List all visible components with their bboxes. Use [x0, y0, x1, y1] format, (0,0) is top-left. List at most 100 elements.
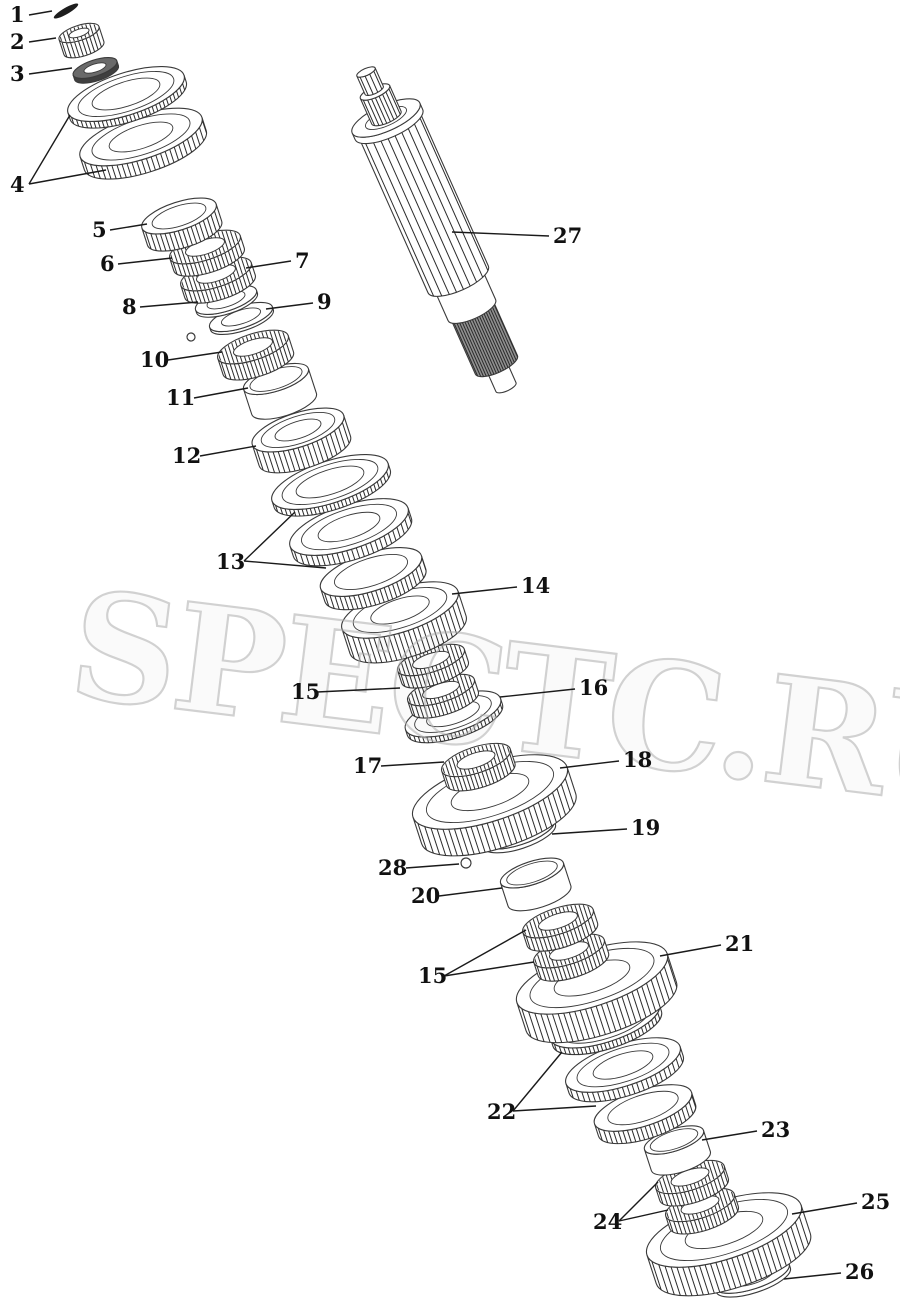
callout-21: 21	[659, 931, 754, 957]
part-number-label: 7	[295, 248, 310, 273]
part-number-label: 5	[92, 217, 107, 242]
part-number-label: 20	[411, 883, 440, 908]
leader-line	[512, 1051, 563, 1112]
leader-line	[28, 10, 53, 16]
part-number-label: 1	[10, 2, 25, 27]
callout-8: 8	[122, 294, 199, 319]
leader-line	[499, 688, 576, 698]
washer-3	[72, 57, 120, 84]
callout-27: 27	[451, 223, 582, 248]
callout-5: 5	[92, 217, 148, 242]
part-number-label: 21	[725, 931, 754, 956]
gear-12	[251, 407, 353, 482]
leader-line	[551, 828, 628, 835]
leader-line	[451, 586, 518, 595]
leader-line	[438, 887, 503, 897]
leader-line	[618, 1209, 669, 1222]
callout-12: 12	[172, 443, 257, 468]
callout-19: 19	[551, 815, 660, 840]
leader-line	[618, 1181, 659, 1222]
callout-4: 4	[10, 114, 107, 197]
leader-line	[245, 260, 292, 269]
needle-bearing-10	[215, 324, 295, 387]
leader-line	[28, 37, 57, 43]
leader-line	[28, 67, 73, 75]
gear-25	[645, 1192, 815, 1311]
callout-6: 6	[100, 251, 173, 276]
leader-line	[380, 761, 445, 767]
callout-2: 2	[10, 29, 57, 54]
spacer-sleeve-23	[643, 1125, 712, 1176]
leader-line	[243, 560, 327, 569]
callout-24: 24	[593, 1181, 669, 1234]
part-number-label: 28	[378, 855, 407, 880]
roller-bearing-2	[58, 20, 105, 62]
leader-line	[139, 301, 199, 308]
part-number-label: 26	[845, 1259, 874, 1284]
synchronizer-ring-4a	[67, 65, 190, 140]
part-number-label: 27	[553, 223, 582, 248]
needle-bearing-15c	[520, 898, 599, 958]
part-number-label: 18	[623, 747, 652, 772]
thrust-washer-8	[194, 285, 259, 318]
part-number-label: 2	[10, 29, 25, 54]
callout-15: 15	[418, 929, 535, 988]
leader-line	[451, 231, 550, 237]
spacer-sleeve-20	[499, 857, 572, 912]
leader-line	[28, 169, 107, 185]
leader-line	[405, 863, 460, 869]
part-number-label: 25	[861, 1189, 890, 1214]
gear-14	[341, 581, 470, 674]
part-number-label: 23	[761, 1117, 790, 1142]
synchronizer-gear-13b	[289, 498, 418, 577]
callout-16: 16	[499, 675, 608, 700]
callout-1: 1	[10, 2, 53, 27]
needle-bearing-15a	[395, 638, 470, 695]
leader-line	[443, 929, 527, 977]
leader-line	[243, 511, 296, 562]
ball-28	[460, 857, 472, 869]
part-number-label: 13	[216, 549, 245, 574]
callout-26: 26	[783, 1259, 874, 1284]
leader-line	[28, 114, 71, 185]
leader-line	[783, 1272, 842, 1280]
part-number-label: 15	[418, 963, 447, 988]
part-number-label: 11	[166, 385, 195, 410]
leader-line	[659, 944, 722, 957]
leader-line	[443, 961, 535, 977]
synchronizer-hub-22c	[593, 1084, 701, 1153]
key-1	[53, 3, 79, 19]
callout-22: 22	[487, 1051, 597, 1124]
callout-18: 18	[559, 747, 652, 772]
callout-3: 3	[10, 61, 73, 86]
part-number-label: 17	[353, 753, 382, 778]
leader-line	[117, 257, 173, 265]
leader-line	[167, 351, 223, 361]
part-number-label: 3	[10, 61, 25, 86]
part-number-label: 12	[172, 443, 201, 468]
callout-11: 11	[166, 385, 249, 410]
leader-line	[316, 687, 401, 693]
callout-10: 10	[140, 347, 223, 372]
spacer-sleeve-11	[242, 362, 318, 420]
small-circle-detail	[186, 332, 196, 342]
part-number-label: 10	[140, 347, 169, 372]
leader-line	[199, 445, 257, 457]
part-number-label: 24	[593, 1209, 622, 1234]
part-number-label: 6	[100, 251, 115, 276]
callout-9: 9	[265, 289, 332, 314]
thrust-washer-9	[208, 301, 275, 335]
parts-layer	[53, 3, 815, 1311]
callout-28: 28	[378, 855, 460, 880]
part-number-label: 15	[291, 679, 320, 704]
synchronizer-hub-13c	[319, 547, 432, 620]
part-number-label: 22	[487, 1099, 516, 1124]
callout-14: 14	[451, 573, 550, 598]
callout-13: 13	[216, 511, 327, 574]
part-number-label: 14	[521, 573, 550, 598]
leader-line	[701, 1130, 758, 1141]
leader-line	[265, 302, 314, 310]
